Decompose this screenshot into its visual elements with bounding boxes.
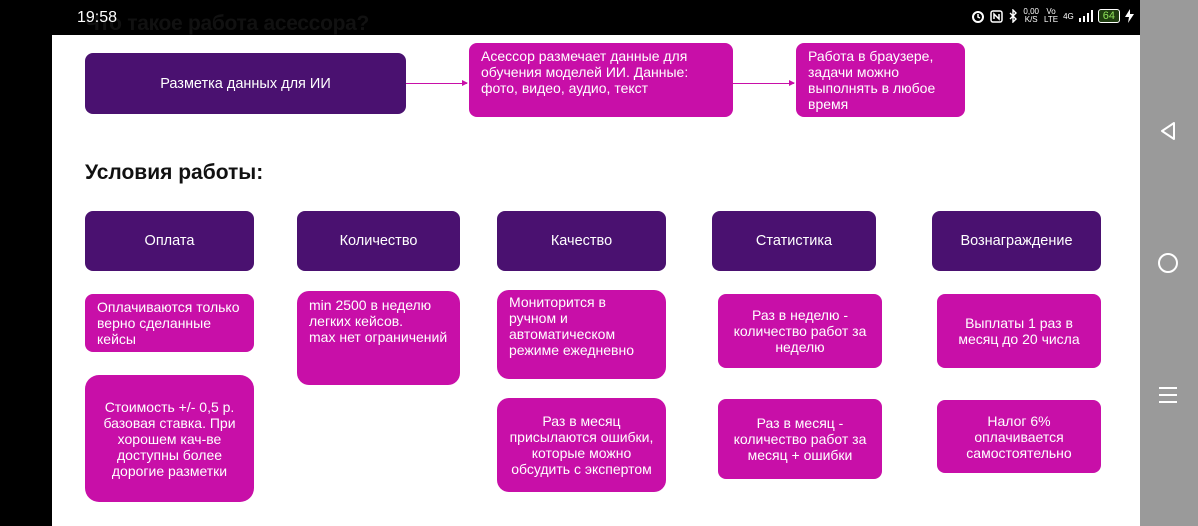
header-statistics: Статистика bbox=[712, 211, 876, 271]
alarm-icon bbox=[972, 11, 985, 23]
charging-icon bbox=[1125, 9, 1134, 23]
reward-item-1: Выплаты 1 раз в месяц до 20 числа bbox=[937, 294, 1101, 368]
back-icon[interactable] bbox=[1157, 120, 1179, 142]
recents-icon[interactable] bbox=[1157, 384, 1179, 406]
signal-icon bbox=[1078, 10, 1093, 22]
net-speed-value: 0,00 bbox=[1023, 7, 1039, 16]
quantity-item-1: min 2500 в неделю легких кейсов. max нет… bbox=[297, 291, 460, 385]
nfc-icon bbox=[990, 9, 1004, 23]
volte-bottom: LTE bbox=[1044, 15, 1059, 24]
conditions-title: Условия работы: bbox=[85, 161, 264, 184]
flow-box-2: Асессор размечает данные для обучения мо… bbox=[469, 43, 733, 117]
header-payment: Оплата bbox=[85, 211, 254, 271]
flow-box-3: Работа в браузере, задачи можно выполнят… bbox=[796, 43, 965, 117]
payment-item-1: Оплачиваются только верно сделанные кейс… bbox=[85, 294, 254, 352]
flow-arrow-2 bbox=[733, 80, 795, 86]
payment-item-2: Стоимость +/- 0,5 р. базовая ставка. При… bbox=[85, 375, 254, 502]
header-quality: Качество bbox=[497, 211, 666, 271]
home-icon[interactable] bbox=[1157, 252, 1179, 274]
flow-box-1: Разметка данных для ИИ bbox=[85, 53, 406, 114]
battery-level: 64 bbox=[1097, 9, 1120, 23]
status-time: 19:58 bbox=[77, 9, 118, 26]
net-speed-unit: K/S bbox=[1024, 15, 1038, 24]
bluetooth-icon bbox=[1009, 9, 1018, 23]
quality-item-1: Мониторится в ручном и автоматическом ре… bbox=[497, 290, 666, 379]
statistics-item-1: Раз в неделю - количество работ за недел… bbox=[718, 294, 882, 368]
header-quantity: Количество bbox=[297, 211, 460, 271]
header-reward: Вознаграждение bbox=[932, 211, 1101, 271]
network-type-label: 4G bbox=[1063, 11, 1074, 21]
volte-top: Vo bbox=[1046, 7, 1056, 16]
reward-item-2: Налог 6% оплачивается самостоятельно bbox=[937, 400, 1101, 473]
navigation-bar bbox=[1140, 0, 1198, 526]
statistics-item-2: Раз в месяц - количество работ за месяц … bbox=[718, 399, 882, 479]
quality-item-2: Раз в месяц присылаются ошибки, которые … bbox=[497, 398, 666, 492]
flow-arrow-1 bbox=[406, 80, 468, 86]
slide-title: Что такое работа асессора? bbox=[85, 12, 370, 35]
network-type: 4G bbox=[1063, 12, 1074, 21]
